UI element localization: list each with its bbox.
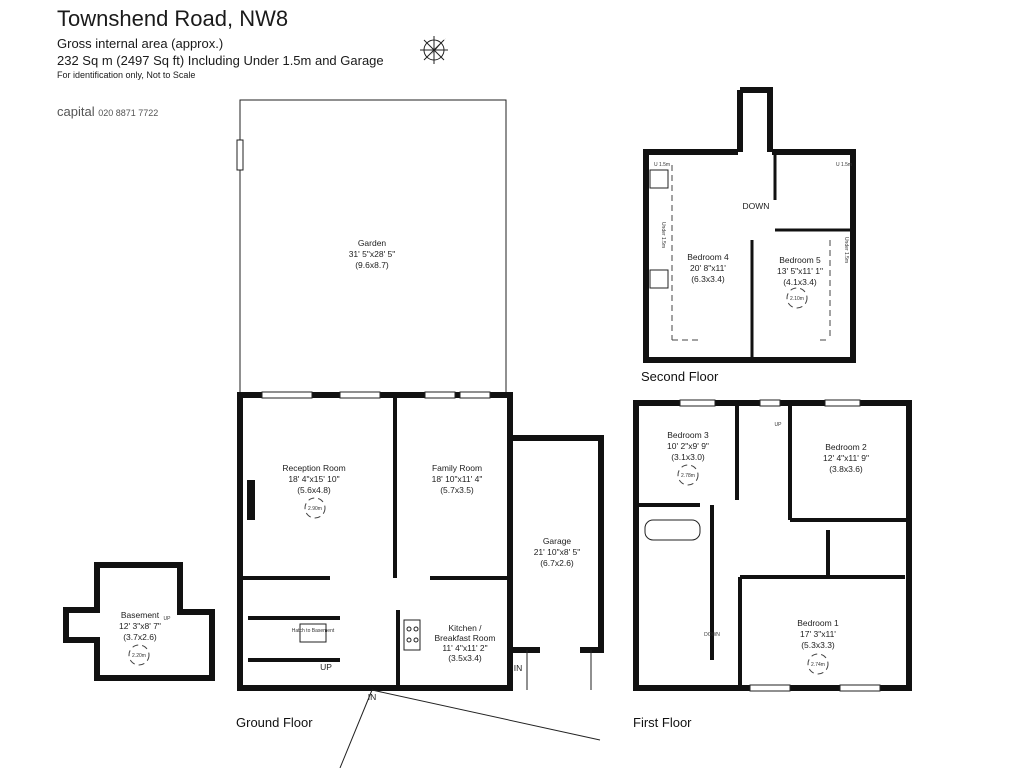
room-label: First Floor	[633, 715, 692, 730]
room-label: Kitchen /	[448, 623, 482, 633]
room-label: UP	[164, 616, 172, 622]
room-label: 2.74m	[811, 662, 825, 668]
room-label: (5.7x3.5)	[440, 485, 474, 495]
garage: Garage 21' 10"x8' 5" (6.7x2.6)	[512, 435, 604, 690]
room-label: DOWN	[704, 632, 720, 638]
room-label: UP	[775, 422, 783, 428]
room-label: 10' 2"x9' 9"	[667, 441, 709, 451]
room-label: Hatch to Basement	[292, 628, 335, 634]
room-label: Breakfast Room	[435, 633, 496, 643]
room-label: (3.7x2.6)	[123, 632, 157, 642]
garden: Garden 31' 5"x28' 5" (9.6x8.7)	[236, 99, 507, 396]
room-label: Under 1.5m	[843, 237, 849, 263]
room-label: Basement	[121, 610, 160, 620]
area-value: 232 Sq m (2497 Sq ft) Including Under 1.…	[57, 53, 384, 68]
room-label: Bedroom 3	[667, 430, 709, 440]
room-label: (3.1x3.0)	[671, 452, 705, 462]
room-label: (6.7x2.6)	[540, 558, 574, 568]
room-label: 2.20m	[132, 653, 146, 659]
ground-floor: Hatch to Basement UP Reception Room 18' …	[237, 391, 601, 768]
room-label: Under 1.5m	[660, 222, 666, 248]
agent-logo: capital 020 8871 7722	[57, 104, 158, 119]
room-label: Bedroom 2	[825, 442, 867, 452]
room-label: Reception Room	[282, 463, 345, 473]
room-label: (9.6x8.7)	[355, 260, 389, 270]
disclaimer: For identification only, Not to Scale	[57, 70, 196, 80]
room-label: 2.90m	[308, 506, 322, 512]
room-label: IN	[368, 692, 377, 702]
room-label: 13' 5"x11' 1"	[777, 266, 823, 276]
room-label: 12' 4"x11' 9"	[823, 453, 869, 463]
ground-floor-label: Ground Floor	[236, 715, 313, 730]
room-label: (5.6x4.8)	[297, 485, 331, 495]
room-label: 17' 3"x11'	[800, 629, 836, 639]
room-label: (3.5x3.4)	[448, 653, 482, 663]
room-label: 11' 4"x11' 2"	[442, 643, 487, 653]
second-floor: U 1.5m U 1.5m Under 1.5m Under 1.5m DOWN…	[641, 87, 856, 384]
room-label: 2.10m	[790, 296, 804, 302]
room-label: 2.78m	[681, 473, 695, 479]
room-label: Garden	[358, 238, 387, 248]
agent-phone: 020 8871 7722	[98, 108, 159, 118]
room-label: Garage	[543, 536, 572, 546]
room-label: DOWN	[743, 201, 770, 211]
room-label: Bedroom 1	[797, 618, 839, 628]
property-title: Townshend Road, NW8	[57, 6, 289, 31]
room-label: (4.1x3.4)	[783, 277, 817, 287]
room-label: Family Room	[432, 463, 482, 473]
agent-name: capital	[57, 104, 95, 119]
room-label: Bedroom 4	[687, 252, 729, 262]
room-label: (3.8x3.6)	[829, 464, 863, 474]
room-label: Bedroom 5	[779, 255, 821, 265]
room-label: U 1.5m	[836, 162, 852, 168]
room-label: 18' 10"x11' 4"	[432, 474, 483, 484]
first-floor: Bedroom 3 10' 2"x9' 9" (3.1x3.0) 2.78m B…	[633, 399, 912, 730]
area-label: Gross internal area (approx.)	[57, 36, 224, 51]
room-label: UP	[320, 662, 332, 672]
room-label: 18' 4"x15' 10"	[288, 474, 339, 484]
room-label: 12' 3"x8' 7"	[119, 621, 161, 631]
room-label: IN	[514, 663, 523, 673]
room-label: (6.3x3.4)	[691, 274, 725, 284]
room-label: 31' 5"x28' 5"	[349, 249, 396, 259]
room-label: U 1.5m	[654, 162, 670, 168]
basement: Basement 12' 3"x8' 7" (3.7x2.6) UP 2.20m	[63, 562, 215, 681]
room-label: 21' 10"x8' 5"	[534, 547, 581, 557]
room-label: (5.3x3.3)	[801, 640, 835, 650]
compass-rose-icon	[420, 36, 448, 64]
room-label: Second Floor	[641, 369, 719, 384]
room-label: 20' 8"x11'	[690, 263, 726, 273]
